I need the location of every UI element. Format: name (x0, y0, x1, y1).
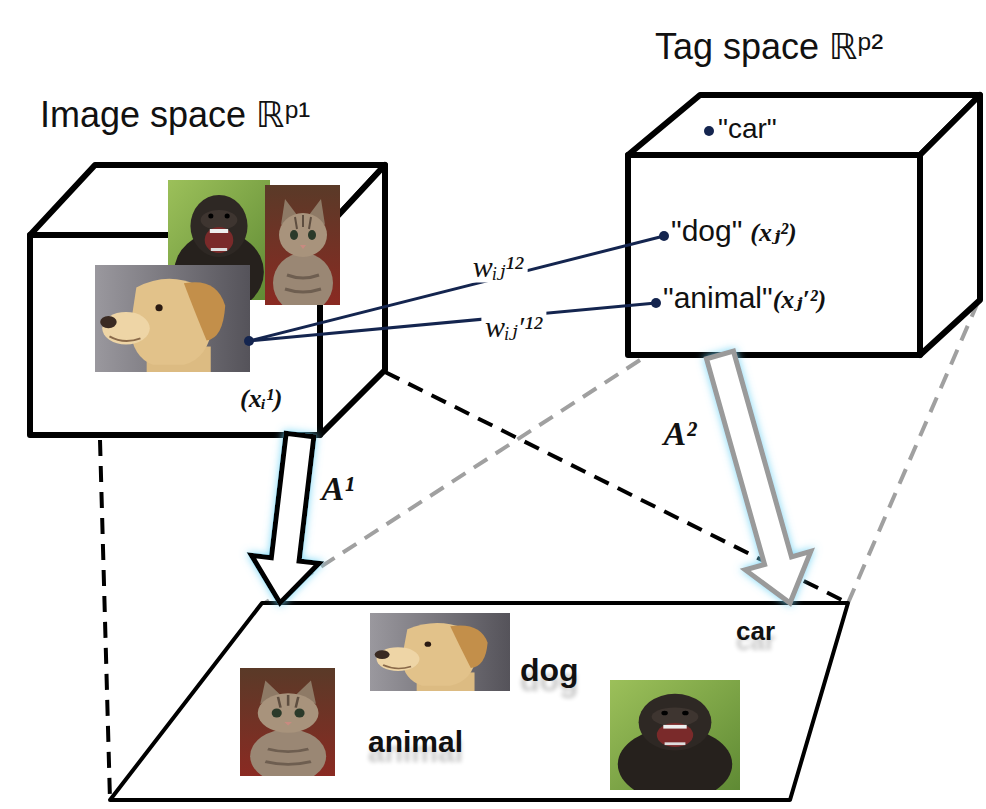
tag-space-cube: Tag space ℝᵖ²"car""dog"(xⱼ²)"animal"(xⱼ′… (628, 155, 920, 355)
text-row: "animal"(xⱼ′²) (663, 280, 826, 316)
edge-label: A² (664, 415, 697, 452)
text-row: "car" (718, 112, 777, 146)
edge-label: wᵢⱼ′¹² (481, 310, 546, 343)
plane-word: car (736, 617, 775, 646)
embedding-plane: dog animal car (110, 603, 848, 800)
tag-label: "dog" (671, 213, 742, 249)
projection-arrow (251, 433, 319, 603)
space-heading: Tag space ℝᵖ² (655, 25, 883, 68)
point-dot (659, 231, 669, 241)
space-heading: Image space ℝᵖ¹ (40, 93, 310, 136)
weight-edge (249, 236, 664, 341)
image-point: (xᵢ¹) (244, 336, 287, 417)
point-dot (651, 298, 661, 308)
edge-label: A¹ (322, 470, 355, 507)
vector-label: (xᵢ¹) (240, 383, 283, 414)
vector-label: (xⱼ²) (750, 217, 796, 248)
tag-label: "animal" (663, 280, 773, 316)
point-dot (244, 336, 254, 346)
text-row: "dog" (xⱼ²) (671, 213, 797, 249)
tag-point: "dog" (xⱼ²) (659, 213, 801, 251)
image-space-cube: Image space ℝᵖ¹(xᵢ¹) (30, 235, 320, 435)
plane-word: animal (368, 725, 463, 758)
weight-edge (249, 303, 656, 341)
point-dot (704, 126, 714, 136)
projection-arrow (707, 351, 811, 603)
tag-point: "animal"(xⱼ′²) (651, 280, 831, 318)
edge-label: wᵢⱼ¹² (469, 250, 528, 283)
tag-label: "car" (718, 112, 777, 146)
vector-label: (xⱼ′²) (773, 284, 827, 315)
tag-point: "car" (704, 112, 781, 148)
plane-word: dog (520, 653, 579, 688)
